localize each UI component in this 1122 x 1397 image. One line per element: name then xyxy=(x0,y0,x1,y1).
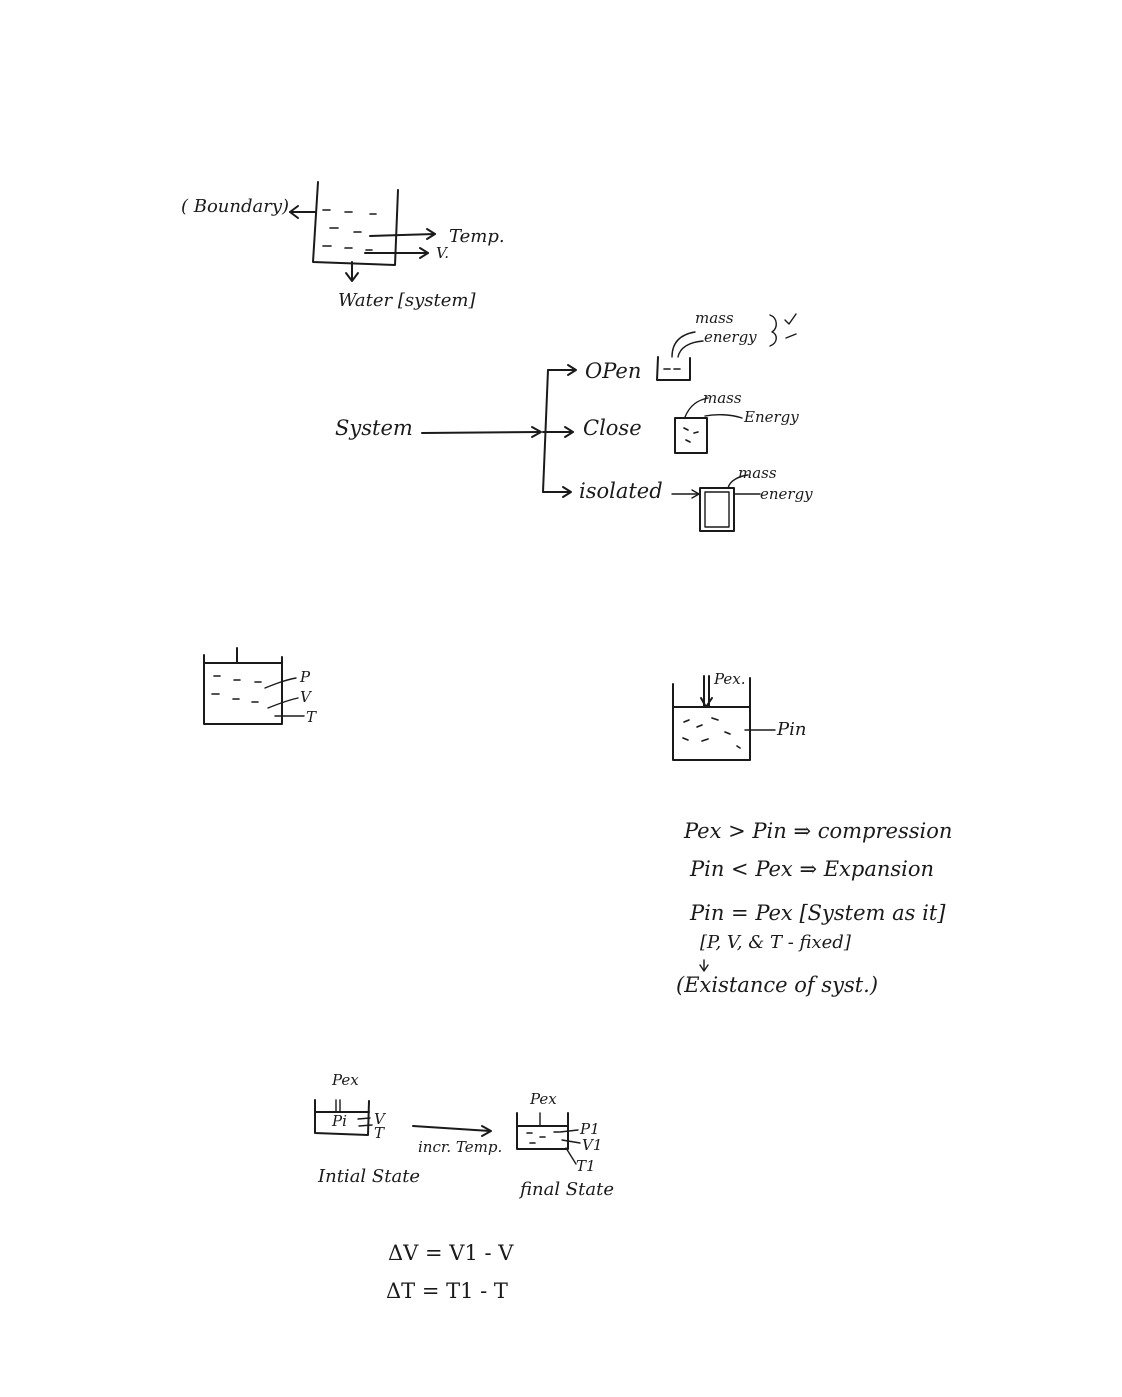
delta-v-equation: ΔV = V1 - V xyxy=(388,1241,514,1265)
note-compression: Pex > Pin ⇒ compression xyxy=(684,819,953,843)
boundary-label: ( Boundary) xyxy=(181,196,290,217)
initial-state-caption: Intial State xyxy=(318,1166,421,1187)
initial-pex-label: Pex xyxy=(332,1071,359,1089)
final-state-caption: final State xyxy=(520,1179,614,1200)
temperature-label: T xyxy=(306,708,317,726)
note-expansion: Pin < Pex ⇒ Expansion xyxy=(690,857,935,881)
note-equilibrium: Pin = Pex [System as it] xyxy=(690,901,946,925)
isolated-mass-label: mass xyxy=(738,464,777,482)
system-label: System xyxy=(335,416,413,440)
close-energy-label: Energy xyxy=(744,408,799,426)
open-energy-label: energy xyxy=(704,328,757,346)
classification-arrows xyxy=(421,313,797,532)
process-diagram xyxy=(314,1099,581,1165)
pin-label: Pin xyxy=(777,719,807,740)
note-fixed: [P, V, & T - fixed] xyxy=(700,932,851,953)
system-water-label: Water [system] xyxy=(338,290,476,311)
temp-label: Temp. xyxy=(449,226,505,247)
volume-p-label: V xyxy=(300,688,311,706)
piston-pressure xyxy=(672,675,776,972)
isolated-energy-label: energy xyxy=(760,485,813,503)
piston-basic xyxy=(203,647,305,725)
initial-v-label: V xyxy=(374,1110,385,1128)
open-system-label: OPen xyxy=(585,359,642,383)
final-v1-label: V1 xyxy=(582,1136,603,1154)
initial-t-label: T xyxy=(374,1124,385,1142)
beaker-diagram xyxy=(289,181,436,282)
open-mass-label: mass xyxy=(695,309,734,327)
arrow-incr-temp-label: incr. Temp. xyxy=(418,1138,503,1156)
closed-system-label: Close xyxy=(583,416,642,440)
close-mass-label: mass xyxy=(703,389,742,407)
note-existence: (Existance of syst.) xyxy=(676,973,879,997)
final-pex-label: Pex xyxy=(530,1090,557,1108)
final-t1-label: T1 xyxy=(576,1157,596,1175)
pressure-label: P xyxy=(300,668,311,686)
pex-label: Pex. xyxy=(714,670,746,688)
delta-t-equation: ΔT = T1 - T xyxy=(386,1279,508,1303)
initial-pi-label: Pi xyxy=(332,1112,347,1130)
isolated-system-label: isolated xyxy=(579,479,663,503)
volume-label: V. xyxy=(436,244,449,262)
final-p1-label: P1 xyxy=(580,1120,600,1138)
